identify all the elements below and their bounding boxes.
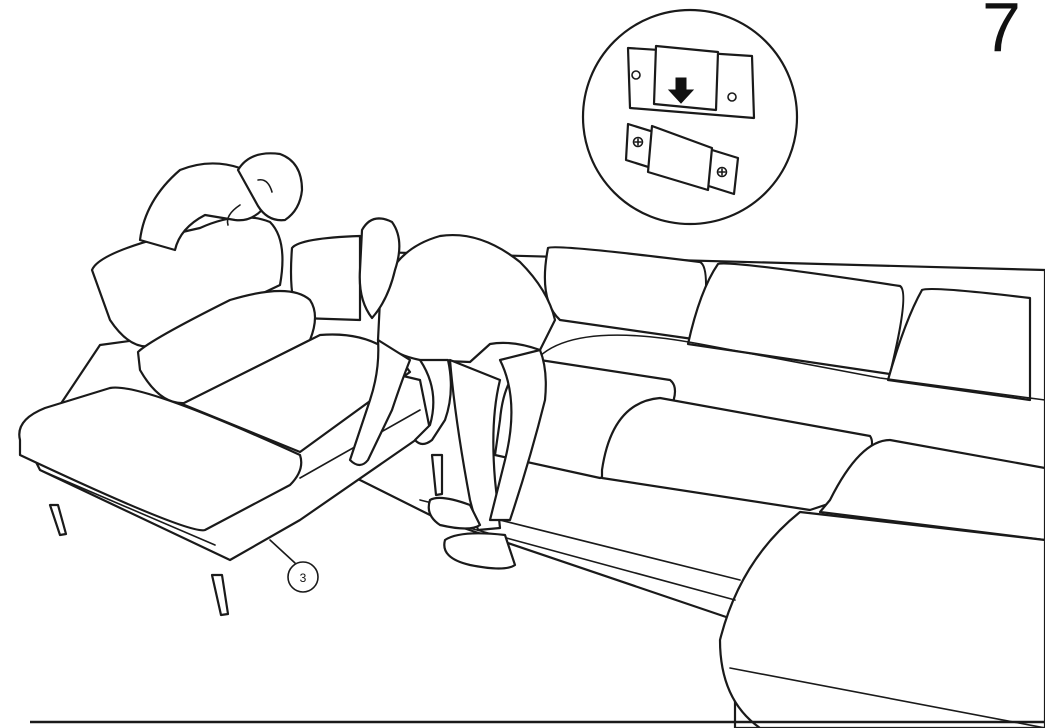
screw-icon bbox=[634, 138, 643, 147]
shoe bbox=[444, 533, 515, 568]
callout-label: 3 bbox=[300, 571, 307, 585]
connector-detail-inset bbox=[583, 10, 797, 224]
screw-icon bbox=[718, 168, 727, 177]
upper-bracket bbox=[628, 46, 754, 118]
callout-3: 3 bbox=[288, 562, 318, 592]
chaise-cushion bbox=[720, 512, 1045, 728]
sofa-leg bbox=[212, 575, 228, 615]
detail-circle bbox=[583, 10, 797, 224]
sofa-leg bbox=[50, 505, 66, 535]
